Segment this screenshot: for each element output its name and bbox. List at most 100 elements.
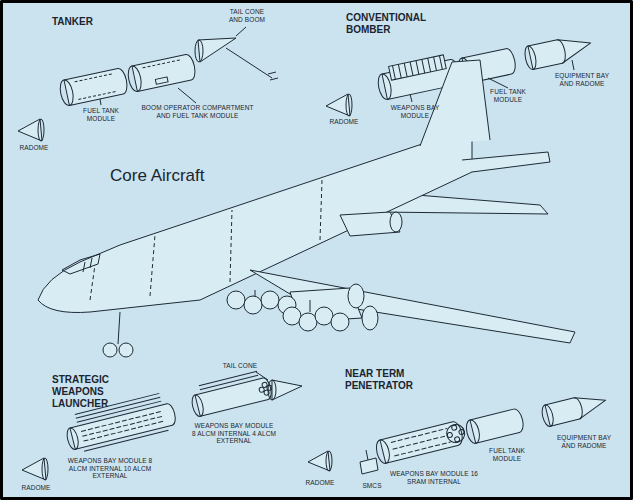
radome-part-stroke xyxy=(346,94,352,116)
core-aircraft-stroke xyxy=(462,152,550,172)
weapons-bay-module-stroke xyxy=(391,428,451,456)
core-aircraft-stroke xyxy=(244,296,262,314)
boom-operator-module-stroke xyxy=(126,65,143,93)
part-label: FUEL TANK MODULE xyxy=(485,447,529,462)
part-label: RADOME xyxy=(14,144,54,152)
part-label: RADOME xyxy=(16,484,56,492)
radome-part-stroke xyxy=(326,451,332,471)
leader-lines xyxy=(410,60,574,102)
boom-operator-module-stroke xyxy=(143,60,182,68)
part-label: FUEL TANK MODULE xyxy=(80,107,122,122)
tail-cone-part-stroke xyxy=(268,380,276,400)
part-label: BOOM OPERATOR COMPARTMENT AND FUEL TANK … xyxy=(140,104,255,119)
group-heading: STRATEGIC WEAPONS LAUNCHER xyxy=(52,374,127,409)
core-aircraft-stroke xyxy=(283,307,301,325)
leader-lines-stroke xyxy=(488,78,508,88)
part-label: WEAPONS BAY MODULE 8 ALCM INTERNAL 4 ALC… xyxy=(192,422,276,445)
tail-cone-and-boom xyxy=(195,27,278,80)
core-aircraft-stroke xyxy=(250,270,575,343)
smcs-part-stroke xyxy=(366,450,368,460)
core-aircraft-stroke xyxy=(348,284,364,308)
weapons-bay-module-stroke xyxy=(392,56,442,80)
radome-part xyxy=(22,458,48,480)
weapons-bay-module-stroke xyxy=(199,371,258,389)
boom-operator-module-stroke xyxy=(155,77,168,84)
tail-cone-and-boom-stroke xyxy=(236,27,246,36)
fuel-tank-module-stroke xyxy=(64,67,129,105)
leader-lines-stroke xyxy=(178,88,196,103)
weapons-bay-module xyxy=(188,369,274,418)
part-label: EQUIPMENT BAY AND RADOME xyxy=(550,72,614,87)
equipment-bay-module-stroke xyxy=(540,404,555,428)
equipment-bay-module-stroke xyxy=(557,39,567,64)
radome-part xyxy=(326,94,352,116)
part-label: RADOME xyxy=(324,118,364,126)
core-aircraft-stroke xyxy=(38,134,472,312)
weapons-bay-module-stroke xyxy=(195,377,273,416)
weapons-bay-module-stroke xyxy=(259,387,265,393)
leader-lines-stroke xyxy=(100,99,101,105)
tail-cone-part-stroke xyxy=(256,372,268,380)
fuel-tank-module-stroke xyxy=(464,419,481,445)
radome-part-stroke xyxy=(38,119,44,141)
weapons-bay-module-stroke xyxy=(65,427,80,451)
group-heading: CONVENTIONAL BOMBER xyxy=(346,12,441,36)
group-heading: TANKER xyxy=(52,16,132,28)
fuel-tank-module-stroke xyxy=(75,74,118,100)
core-aircraft xyxy=(38,60,575,357)
tail-cone-and-boom-stroke xyxy=(226,48,272,78)
part-label: WEAPONS BAY MODULE 16 SRAM INTERNAL xyxy=(386,470,482,485)
leader-lines xyxy=(100,88,196,105)
equipment-bay-module-stroke xyxy=(545,390,609,426)
core-aircraft-stroke xyxy=(331,313,349,331)
core-aircraft-stroke xyxy=(119,343,133,357)
weapons-bay-module-stroke xyxy=(445,423,467,445)
part-label: RADOME xyxy=(300,479,340,487)
fuel-tank-module-stroke xyxy=(470,408,525,444)
weapons-bay-module xyxy=(374,420,467,465)
core-aircraft-stroke xyxy=(315,307,333,325)
tail-cone-and-boom-stroke xyxy=(198,38,236,62)
part-label: EQUIPMENT BAY AND RADOME xyxy=(552,434,616,449)
tail-cone-part xyxy=(256,372,302,400)
core-aircraft-stroke xyxy=(420,60,490,146)
tail-cone-and-boom-stroke xyxy=(195,40,203,62)
core-aircraft-stroke xyxy=(299,313,317,331)
weapons-bay-module-stroke xyxy=(81,412,163,442)
part-label: TAIL CONE AND BOOM xyxy=(222,8,272,23)
equipment-bay-module-stroke xyxy=(528,33,594,69)
radome-part xyxy=(18,119,44,141)
equipment-bay-module-stroke xyxy=(523,45,538,71)
weapons-bay-module-stroke xyxy=(389,55,447,80)
part-label: TAIL CONE xyxy=(220,362,260,370)
equipment-bay-module xyxy=(523,33,594,70)
weapons-bay-module-stroke xyxy=(458,429,464,435)
part-label: SMCS xyxy=(356,482,388,490)
group-heading: NEAR TERM PENETRATOR xyxy=(345,368,425,392)
core-aircraft-stroke xyxy=(90,180,322,300)
core-aircraft-stroke xyxy=(227,291,245,309)
smcs-part-stroke xyxy=(360,458,378,474)
weapons-bay-module-stroke xyxy=(70,403,177,450)
core-aircraft-stroke xyxy=(390,212,402,232)
part-label: WEAPONS BAY MODULE 8 ALCM INTERNAL 10 AL… xyxy=(66,457,154,480)
part-label: FUEL TANK MODULE xyxy=(486,88,530,103)
weapons-bay-module-stroke xyxy=(374,439,391,465)
weapons-bay-module-stroke xyxy=(447,432,453,438)
core-aircraft-stroke xyxy=(118,312,120,344)
weapons-bay-module-stroke xyxy=(190,394,205,418)
weapons-bay-module-stroke xyxy=(451,425,457,431)
boom-operator-module-stroke xyxy=(132,53,197,91)
equipment-bay-module xyxy=(540,390,608,427)
equipment-bay-module-stroke xyxy=(574,397,584,420)
leader-lines-stroke xyxy=(572,60,574,70)
core-aircraft-stroke xyxy=(261,291,279,309)
boom-operator-module xyxy=(126,53,197,92)
core-aircraft-stroke xyxy=(362,306,378,330)
tail-cone-and-boom-stroke xyxy=(268,72,278,80)
fuel-tank-module xyxy=(464,408,525,445)
radome-part xyxy=(308,451,332,471)
